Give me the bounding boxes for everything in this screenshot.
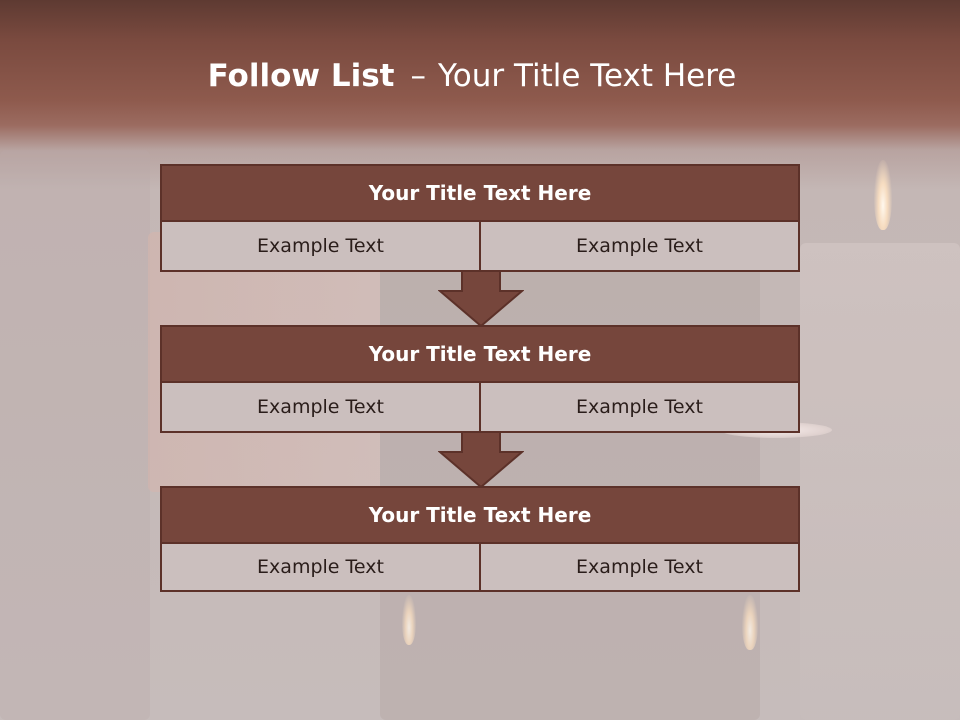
step-title[interactable]: Your Title Text Here (162, 327, 798, 383)
step-row: Example Text Example Text (162, 544, 798, 590)
slide-title-bold: Follow List (207, 58, 395, 94)
slide-title-dash: – (410, 58, 426, 94)
step-row: Example Text Example Text (162, 222, 798, 270)
step-cell-left[interactable]: Example Text (162, 383, 479, 431)
step-title[interactable]: Your Title Text Here (162, 166, 798, 222)
down-arrow-icon[interactable] (438, 271, 524, 327)
candle-flame-icon (402, 595, 416, 645)
step-cell-right[interactable]: Example Text (479, 544, 798, 590)
step-cell-left[interactable]: Example Text (162, 544, 479, 590)
step-box-3[interactable]: Your Title Text Here Example Text Exampl… (160, 486, 800, 592)
step-cell-right[interactable]: Example Text (479, 222, 798, 270)
down-arrow-icon[interactable] (438, 432, 524, 488)
step-title[interactable]: Your Title Text Here (162, 488, 798, 544)
candle-flame-icon (742, 595, 758, 650)
slide-title-rest: Your Title Text Here (437, 58, 737, 94)
candle-flame-icon (874, 160, 892, 230)
slide-title[interactable]: Follow List–Your Title Text Here (0, 56, 944, 96)
step-cell-right[interactable]: Example Text (479, 383, 798, 431)
background-candle (800, 243, 960, 720)
step-box-1[interactable]: Your Title Text Here Example Text Exampl… (160, 164, 800, 272)
step-cell-left[interactable]: Example Text (162, 222, 479, 270)
step-box-2[interactable]: Your Title Text Here Example Text Exampl… (160, 325, 800, 433)
background-shape (0, 150, 150, 720)
step-row: Example Text Example Text (162, 383, 798, 431)
